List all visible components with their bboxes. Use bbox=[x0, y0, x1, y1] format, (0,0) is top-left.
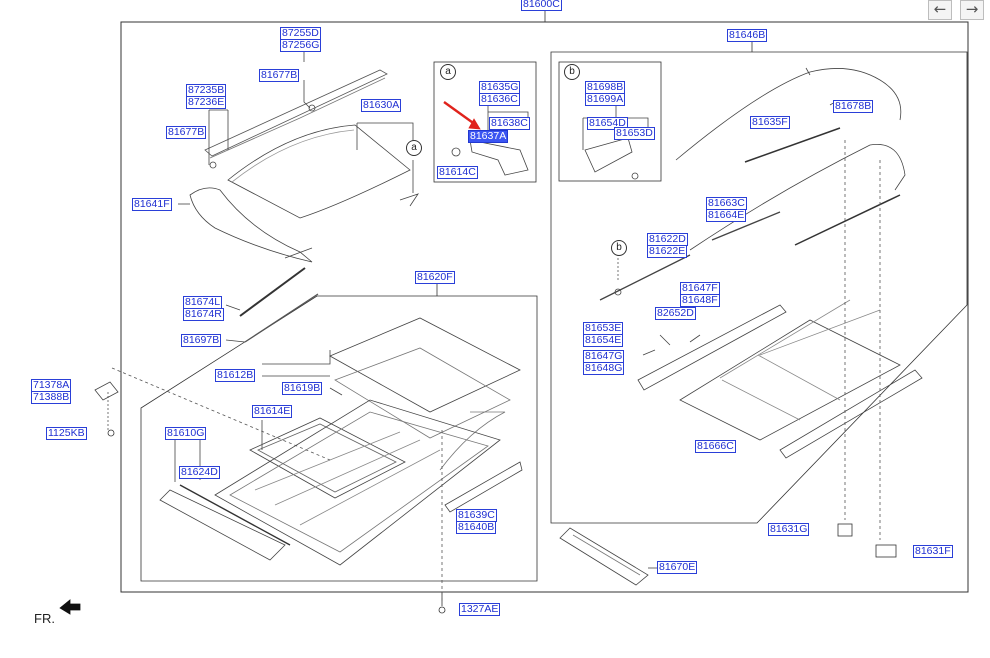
callout-81677B-mid[interactable]: 81677B bbox=[166, 126, 207, 139]
callout-81674R[interactable]: 81674R bbox=[183, 308, 224, 321]
callout-81664E[interactable]: 81664E bbox=[706, 209, 747, 222]
callout-81635F[interactable]: 81635F bbox=[750, 116, 790, 129]
callout-71388B[interactable]: 71388B bbox=[31, 391, 72, 404]
callout-81654E[interactable]: 81654E bbox=[583, 334, 624, 347]
callout-81648F[interactable]: 81648F bbox=[680, 294, 720, 307]
callout-82652D[interactable]: 82652D bbox=[655, 307, 696, 320]
callout-81620F[interactable]: 81620F bbox=[415, 271, 455, 284]
callout-81654D[interactable]: 81654D bbox=[587, 117, 628, 130]
callout-81670E[interactable]: 81670E bbox=[657, 561, 698, 574]
callout-81631F[interactable]: 81631F bbox=[913, 545, 953, 558]
callout-1327AE[interactable]: 1327AE bbox=[459, 603, 501, 616]
callout-87256G[interactable]: 87256G bbox=[280, 39, 322, 52]
callout-71378A[interactable]: 71378A bbox=[31, 379, 72, 392]
callout-81639C[interactable]: 81639C bbox=[456, 509, 497, 522]
callout-81678B[interactable]: 81678B bbox=[833, 100, 874, 113]
callout-81641F[interactable]: 81641F bbox=[132, 198, 172, 211]
callout-81612B[interactable]: 81612B bbox=[215, 369, 256, 382]
callout-81631G[interactable]: 81631G bbox=[768, 523, 810, 536]
callout-81637A[interactable]: 81637A bbox=[468, 130, 509, 143]
callout-81677B-top[interactable]: 81677B bbox=[259, 69, 300, 82]
callout-81697B[interactable]: 81697B bbox=[181, 334, 222, 347]
detail-b-marker: b bbox=[611, 240, 627, 256]
forward-arrow-icon[interactable]: → bbox=[960, 0, 984, 20]
callout-81638C[interactable]: 81638C bbox=[489, 117, 530, 130]
front-direction-label: FR. bbox=[34, 611, 55, 626]
callout-81640B[interactable]: 81640B bbox=[456, 521, 497, 534]
callout-1125KB[interactable]: 1125KB bbox=[46, 427, 87, 440]
callout-81600C[interactable]: 81600C bbox=[521, 0, 562, 11]
callout-81653D[interactable]: 81653D bbox=[614, 127, 655, 140]
inset-b-marker: b bbox=[564, 64, 580, 80]
callout-81614C[interactable]: 81614C bbox=[437, 166, 478, 179]
callout-81666C[interactable]: 81666C bbox=[695, 440, 736, 453]
callout-81610G[interactable]: 81610G bbox=[165, 427, 207, 440]
callout-81636C[interactable]: 81636C bbox=[479, 93, 520, 106]
callout-81619B[interactable]: 81619B bbox=[282, 382, 323, 395]
callout-87236E[interactable]: 87236E bbox=[186, 96, 227, 109]
inset-a-marker: a bbox=[440, 64, 456, 80]
back-arrow-icon[interactable]: ← bbox=[928, 0, 952, 20]
callout-81646B[interactable]: 81646B bbox=[727, 29, 768, 42]
callout-81699A[interactable]: 81699A bbox=[585, 93, 626, 106]
callout-81614E[interactable]: 81614E bbox=[252, 405, 293, 418]
callout-81630A[interactable]: 81630A bbox=[361, 99, 402, 112]
callout-81624D[interactable]: 81624D bbox=[179, 466, 220, 479]
callout-81648G[interactable]: 81648G bbox=[583, 362, 625, 375]
callout-81622E[interactable]: 81622E bbox=[647, 245, 688, 258]
detail-a-marker: a bbox=[406, 140, 422, 156]
